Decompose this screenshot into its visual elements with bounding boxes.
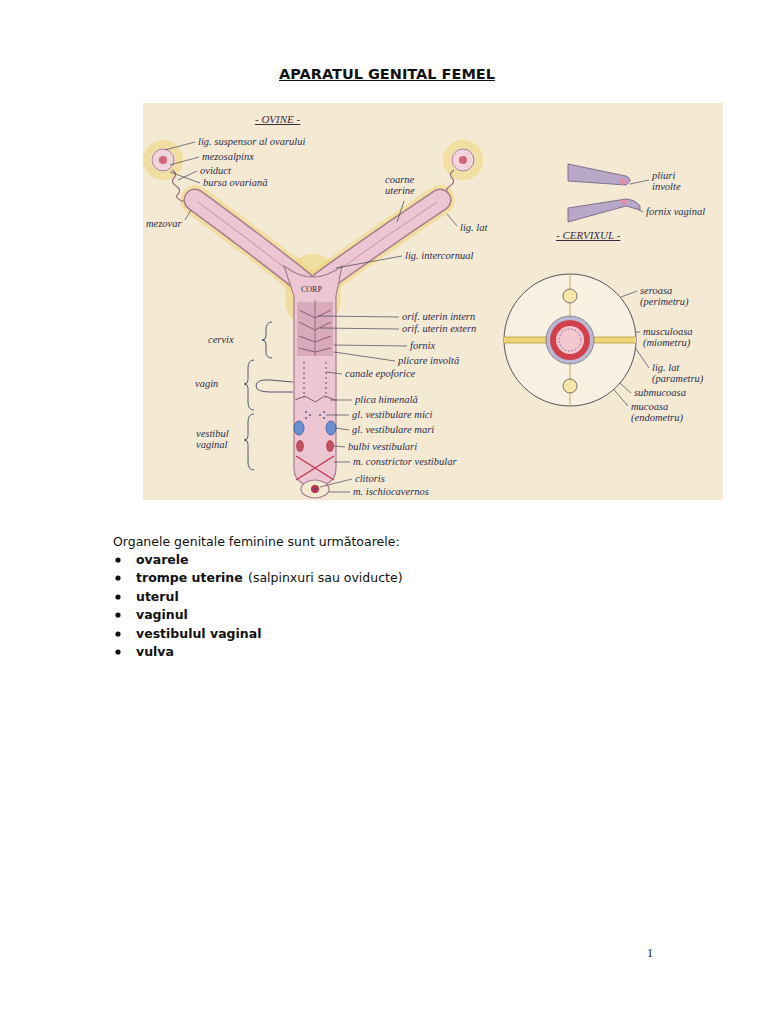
list-item: vulva [136, 644, 174, 660]
region-label: vestibul vaginal [196, 428, 241, 451]
species-heading: - OVINE - [255, 114, 300, 126]
part-label: fornix [410, 340, 435, 351]
brackets [244, 322, 293, 470]
region-label: cervix [208, 334, 234, 345]
bullets [115, 557, 120, 654]
cross-section [504, 274, 636, 406]
uterine-horns [195, 200, 440, 282]
part-label: orif. uterin extern [402, 323, 476, 334]
layer-label: submucoasa [634, 387, 686, 398]
section-heading: - CERVIXUL - [556, 230, 620, 242]
cervix-section [568, 164, 640, 222]
list-item: trompe uterine [136, 570, 243, 586]
part-label: mezosalpinx [202, 151, 254, 162]
part-label: clitoris [355, 473, 385, 484]
part-label: fornix vaginal [646, 206, 705, 217]
page-title: APARATUL GENITAL FEMEL [0, 66, 768, 82]
part-label: CORP [301, 286, 322, 295]
list-item: vestibulul vaginal [136, 626, 261, 642]
part-label: gl. vestibulare mici [352, 409, 432, 420]
part-label: lig. lat [460, 222, 487, 233]
layer-label: lig. lat (parametru) [652, 362, 714, 385]
part-label: coarne uterine [385, 174, 430, 197]
part-label: mezovar [146, 218, 182, 229]
page-number: 1 [647, 946, 653, 961]
list-item: vaginul [136, 607, 188, 623]
layer-label: seroasa (perimetru) [640, 285, 702, 308]
drawing-paper [143, 103, 723, 500]
list-item: uterul [136, 589, 179, 605]
part-label: plicare involtă [398, 355, 459, 366]
list-item: ovarele [136, 552, 189, 568]
layer-label: musculoasa (miometru) [643, 326, 705, 349]
part-label: gl. vestibulare mari [352, 424, 434, 435]
part-label: plica himenală [355, 394, 418, 405]
part-label: bulbi vestibulari [348, 441, 417, 452]
part-label: m. ischiocavernos [353, 486, 429, 497]
part-label: bursa ovariană [203, 177, 267, 188]
leader-lines [165, 142, 649, 492]
part-label: pliuri involte [652, 170, 697, 193]
part-label: m. constrictor vestibular [353, 456, 457, 467]
list-note: (salpinxuri sau oviducte) [248, 570, 403, 586]
intro-text: Organele genitale feminine sunt următoar… [113, 534, 400, 550]
part-label: canale epoforice [345, 368, 415, 379]
region-label: vagin [195, 378, 218, 389]
part-label: orif. uterin intern [402, 311, 475, 322]
part-label: oviduct [200, 165, 231, 176]
part-label: lig. intercornual [405, 250, 473, 261]
layer-label: mucoasa (endometru) [631, 401, 693, 424]
part-label: lig. suspensor al ovarului [198, 136, 305, 147]
